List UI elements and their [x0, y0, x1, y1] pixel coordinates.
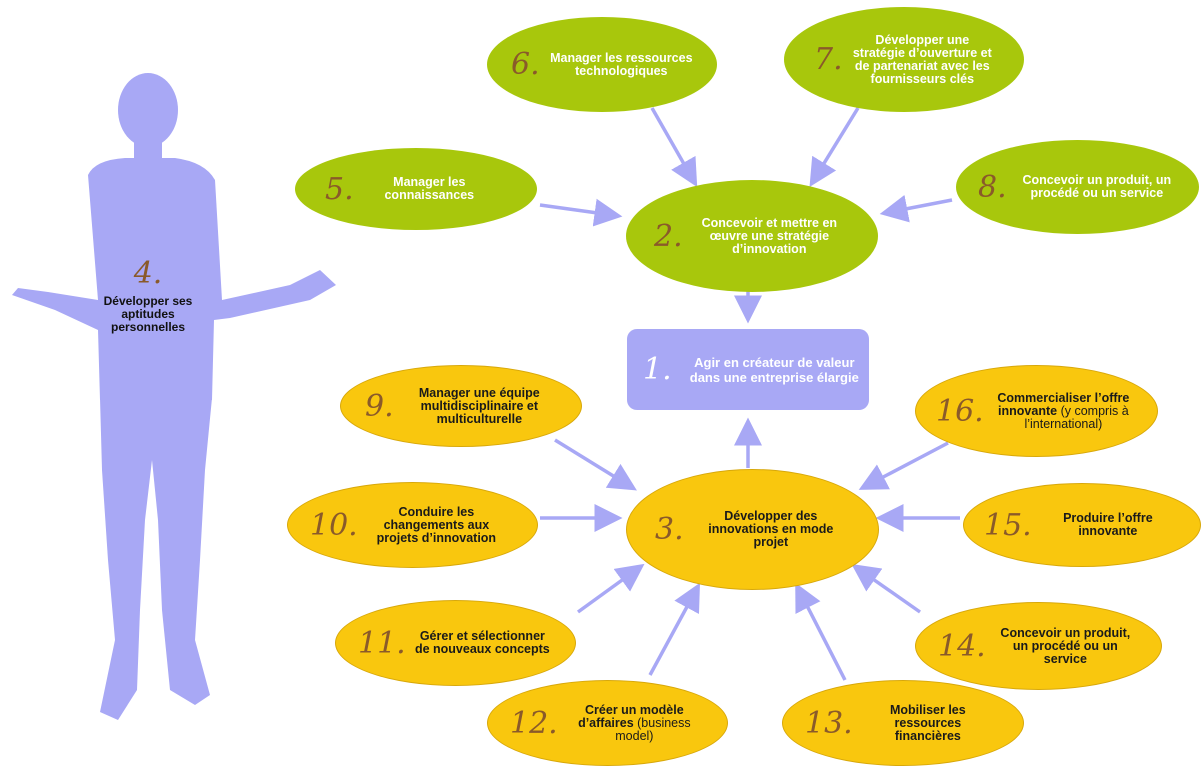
arrow-11-to-3: [576, 563, 645, 614]
node-4: 4. Développer ses aptitudes personnelles: [98, 256, 198, 334]
node-15-label: Produire l’offre innovante: [1063, 511, 1153, 538]
node-5-number: 5.: [325, 171, 354, 207]
node-16-label: Commercialiser l’offre innovante (y comp…: [992, 390, 1135, 431]
node-13-number: 13.: [805, 705, 853, 741]
node-3-label: Développer des innovations en mode proje…: [708, 509, 834, 549]
arrow-5-to-2: [539, 198, 623, 227]
node-7-label: Développer une stratégie d’ouverture et …: [852, 32, 992, 86]
node-2: 2. Concevoir et mettre en œuvre une stra…: [626, 180, 878, 292]
node-16-label-main: Commercialiser l’offre innovante: [997, 390, 1130, 418]
node-13-label: Mobiliser les ressources financières: [889, 702, 966, 743]
node-11-number: 11.: [358, 625, 406, 661]
node-6: 6. Manager les ressources technologiques: [487, 17, 717, 112]
arrow-6-to-2: [650, 107, 698, 188]
node-8-label: Concevoir un produit, un procédé ou un s…: [1022, 173, 1172, 200]
node-2-label: Concevoir et mettre en œuvre une stratég…: [701, 215, 838, 256]
node-16: 16. Commercialiser l’offre innovante (y …: [915, 365, 1158, 457]
node-8-number: 8.: [978, 169, 1007, 205]
node-2-number: 2.: [654, 218, 683, 254]
node-9-number: 9.: [365, 388, 394, 424]
node-11: 11. Gérer et sélectionner de nouveaux co…: [335, 600, 576, 686]
node-5: 5. Manager les connaissances: [295, 148, 537, 230]
node-12-label-main: Créer un modèle d’affaires: [578, 702, 684, 730]
node-13: 13. Mobiliser les ressources financières: [782, 680, 1024, 766]
node-4-label: Développer ses aptitudes personnelles: [103, 294, 193, 334]
node-12: 12. Créer un modèle d’affaires (business…: [487, 680, 728, 766]
node-12-number: 12.: [510, 705, 558, 741]
node-6-label: Manager les ressources technologiques: [550, 50, 693, 78]
arrow-7-to-2: [809, 107, 860, 187]
node-11-label: Gérer et sélectionner de nouveaux concep…: [414, 629, 550, 656]
node-16-number: 16.: [936, 393, 984, 429]
node-16-label-extra: (y compris à l’international): [1024, 403, 1129, 431]
node-7-number: 7.: [814, 42, 843, 77]
arrow-13-to-3: [795, 582, 847, 681]
node-9-label: Manager une équipe multidisciplinaire et…: [418, 385, 540, 426]
arrow-9-to-3: [554, 438, 637, 491]
node-1-number: 1.: [643, 352, 672, 387]
node-12-label: Créer un modèle d’affaires (business mod…: [566, 702, 703, 743]
node-7: 7. Développer une stratégie d’ouverture …: [784, 7, 1024, 112]
arrow-12-to-3: [648, 582, 701, 676]
node-15: 15. Produire l’offre innovante: [963, 483, 1201, 567]
node-9: 9. Manager une équipe multidisciplinaire…: [340, 365, 582, 447]
node-1-label: Agir en créateur de valeur dans une entr…: [689, 354, 859, 385]
arrow-16-to-3: [858, 441, 949, 490]
node-4-number: 4.: [133, 256, 163, 291]
node-3: 3. Développer des innovations en mode pr…: [626, 469, 879, 590]
node-10-number: 10.: [310, 507, 358, 543]
arrow-14-to-3: [851, 563, 922, 614]
node-12-label-extra: (business model): [615, 715, 691, 743]
node-3-number: 3.: [655, 512, 684, 547]
node-10: 10. Conduire les changements aux projets…: [287, 482, 538, 568]
node-8: 8. Concevoir un produit, un procédé ou u…: [956, 140, 1199, 234]
node-14-label: Concevoir un produit, un procédé ou un s…: [1000, 625, 1131, 666]
node-15-number: 15.: [984, 507, 1032, 543]
node-6-number: 6.: [511, 47, 540, 82]
node-10-label: Conduire les changements aux projets d’i…: [376, 504, 497, 545]
node-1: 1. Agir en créateur de valeur dans une e…: [627, 329, 869, 410]
node-5-label: Manager les connaissances: [384, 175, 475, 202]
arrow-8-to-2: [879, 194, 953, 223]
node-14-number: 14.: [938, 628, 986, 664]
node-14: 14. Concevoir un produit, un procédé ou …: [915, 602, 1162, 690]
